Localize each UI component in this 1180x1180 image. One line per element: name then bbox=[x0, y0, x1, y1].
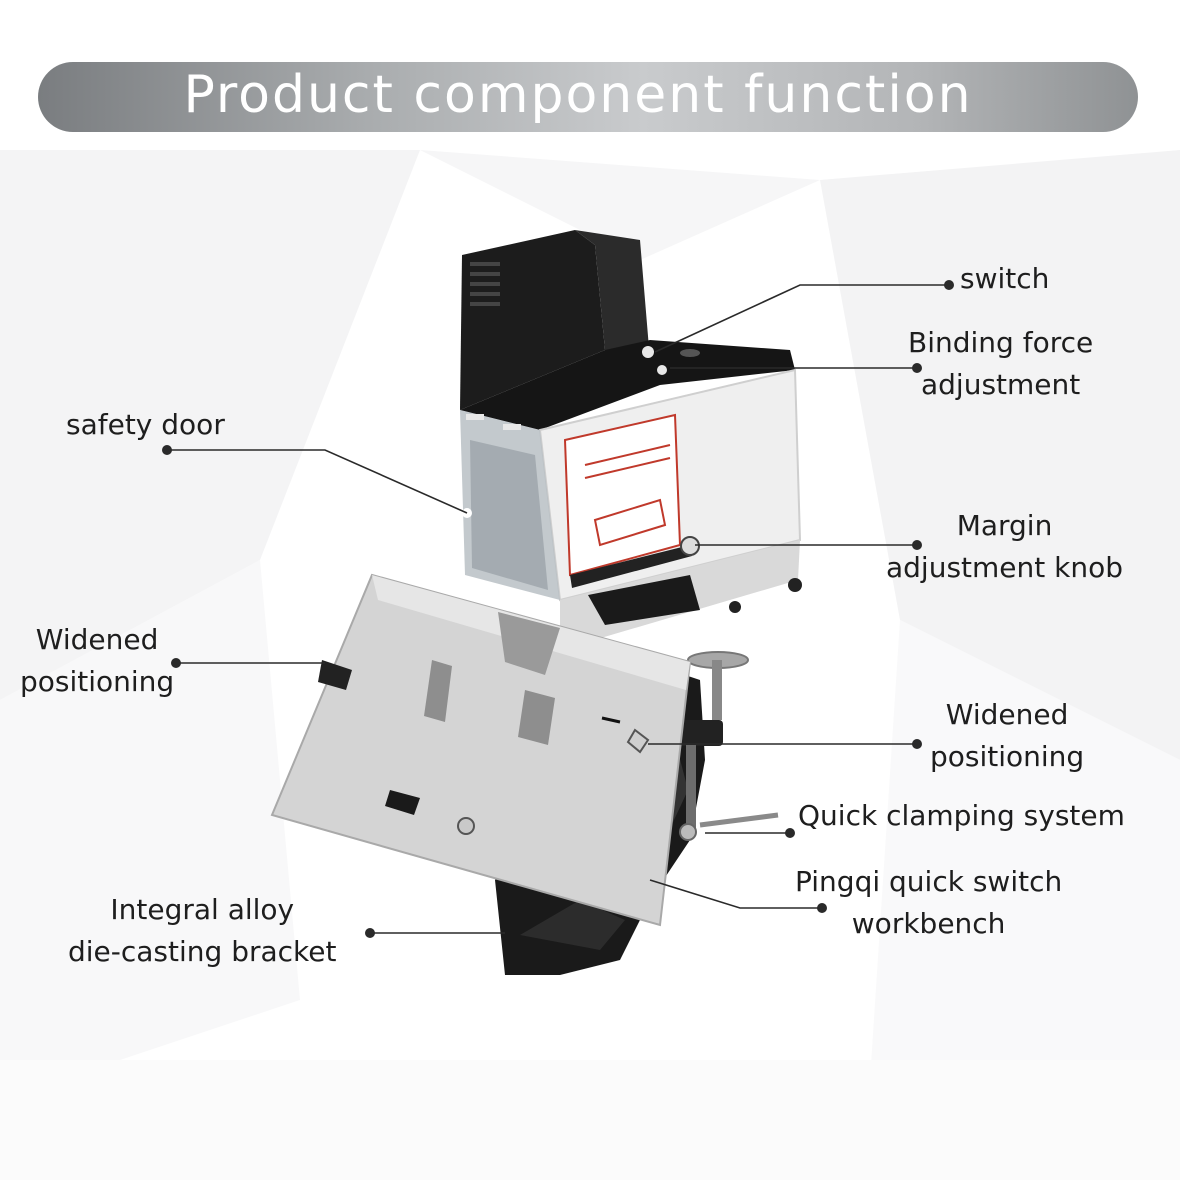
stapler-head bbox=[460, 230, 802, 650]
warning-sticker bbox=[563, 413, 682, 577]
label-margin-knob-line2: adjustment knob bbox=[886, 551, 1124, 584]
left-positioning-guide bbox=[318, 660, 352, 690]
binding-force-screw bbox=[657, 365, 667, 375]
label-bracket: Integral alloy die-casting bracket bbox=[68, 889, 336, 973]
leader-lines bbox=[167, 284, 949, 934]
margin-knob bbox=[680, 536, 700, 556]
worktable-plate bbox=[270, 573, 692, 927]
title-banner: Product component function bbox=[38, 62, 1138, 132]
label-widened-right-line2: positioning bbox=[930, 740, 1085, 773]
label-pingqi-line1: Pingqi quick switch bbox=[795, 865, 1063, 898]
label-binding-force-line1: Binding force bbox=[908, 326, 1094, 359]
label-safety-door-line1: safety door bbox=[66, 408, 225, 441]
label-bracket-line2: die-casting bracket bbox=[68, 935, 337, 968]
label-pingqi: Pingqi quick switch workbench bbox=[795, 861, 1062, 945]
label-widened-left: Widened positioning bbox=[20, 619, 174, 703]
vent-grille bbox=[470, 262, 500, 306]
label-binding-force: Binding force adjustment bbox=[908, 322, 1093, 406]
label-safety-door: safety door bbox=[66, 404, 225, 446]
label-margin-knob-line1: Margin bbox=[956, 509, 1053, 542]
label-widened-right: Widened positioning bbox=[930, 694, 1084, 778]
label-margin-knob: Margin adjustment knob bbox=[886, 505, 1123, 589]
label-widened-right-line1: Widened bbox=[945, 698, 1069, 731]
label-switch-line1: switch bbox=[960, 262, 1050, 295]
right-positioning-guide bbox=[626, 728, 650, 754]
label-bracket-line1: Integral alloy bbox=[110, 893, 295, 926]
page-title: Product component function bbox=[183, 65, 973, 125]
label-widened-left-line2: positioning bbox=[20, 665, 175, 698]
label-quick-clamping-line1: Quick clamping system bbox=[798, 799, 1125, 832]
label-switch: switch bbox=[960, 258, 1049, 300]
leader-dots bbox=[162, 280, 954, 938]
switch-button bbox=[642, 346, 654, 358]
label-pingqi-line2: workbench bbox=[851, 907, 1006, 940]
label-binding-force-line2: adjustment bbox=[920, 368, 1081, 401]
label-quick-clamping: Quick clamping system bbox=[798, 795, 1125, 837]
label-widened-left-line1: Widened bbox=[35, 623, 159, 656]
